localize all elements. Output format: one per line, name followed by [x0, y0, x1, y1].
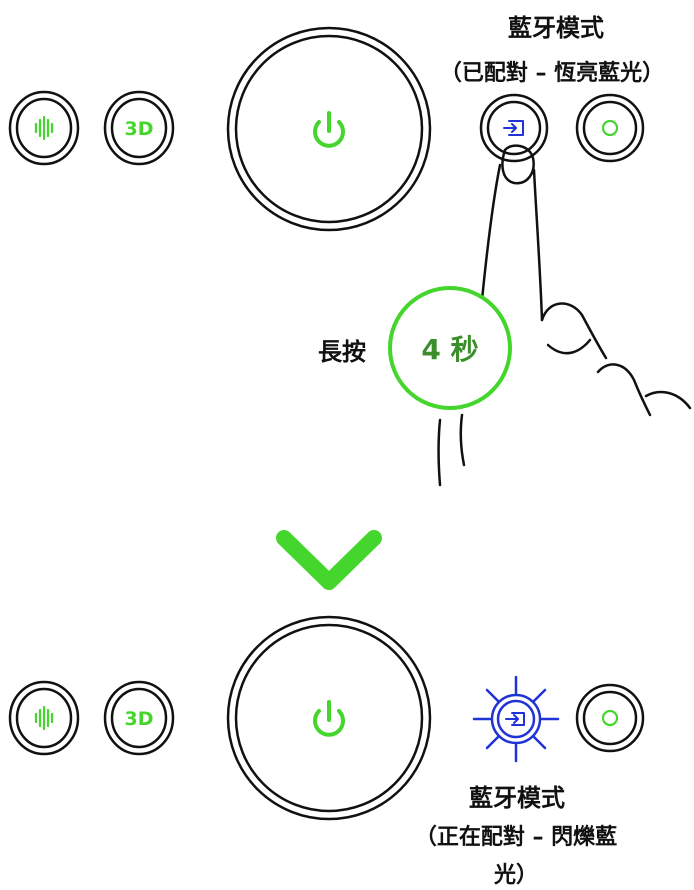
bottom-control-panel: 3D: [8, 615, 645, 888]
power-button[interactable]: [226, 615, 432, 821]
input-source-icon: [503, 120, 524, 136]
blink-rays-icon: [472, 675, 560, 763]
circle-icon: [601, 119, 619, 137]
sound-wave-icon: [34, 115, 54, 141]
mode-3d-button[interactable]: 3D: [103, 90, 175, 166]
pointing-hand-illustration: [437, 144, 692, 487]
duration-badge: [388, 286, 512, 410]
light-button[interactable]: [575, 93, 645, 163]
duration-label: 4 秒: [421, 333, 478, 366]
sound-wave-icon: [34, 705, 54, 731]
bluetooth-caption-title: 藍牙模式: [469, 784, 565, 812]
audio-button[interactable]: [8, 90, 80, 166]
input-source-icon: [505, 712, 525, 726]
press-label: 長按: [318, 338, 366, 366]
power-icon: [313, 111, 345, 148]
bluetooth-button[interactable]: [479, 93, 549, 163]
circle-icon: [601, 709, 619, 727]
audio-button[interactable]: [8, 680, 80, 756]
press-instruction: 長按 4 秒: [318, 286, 512, 410]
bluetooth-caption-status: （正在配對 – 閃爍藍: [415, 824, 617, 850]
power-button[interactable]: [226, 26, 432, 232]
chevron-down-icon: [276, 530, 382, 590]
power-icon: [313, 700, 345, 737]
bluetooth-caption-status-continued: 光）: [493, 863, 538, 888]
mode-3d-button[interactable]: 3D: [103, 680, 175, 756]
light-button[interactable]: [575, 683, 645, 753]
mode-3d-label: 3D: [125, 708, 154, 730]
bluetooth-button-blinking[interactable]: [472, 675, 560, 763]
top-control-panel: 3D 藍牙模式 （已配對 –: [8, 14, 664, 232]
bluetooth-caption-status: （已配對 – 恆亮藍光）: [440, 60, 664, 86]
mode-3d-label: 3D: [125, 118, 154, 140]
bluetooth-caption-title: 藍牙模式: [508, 14, 604, 42]
